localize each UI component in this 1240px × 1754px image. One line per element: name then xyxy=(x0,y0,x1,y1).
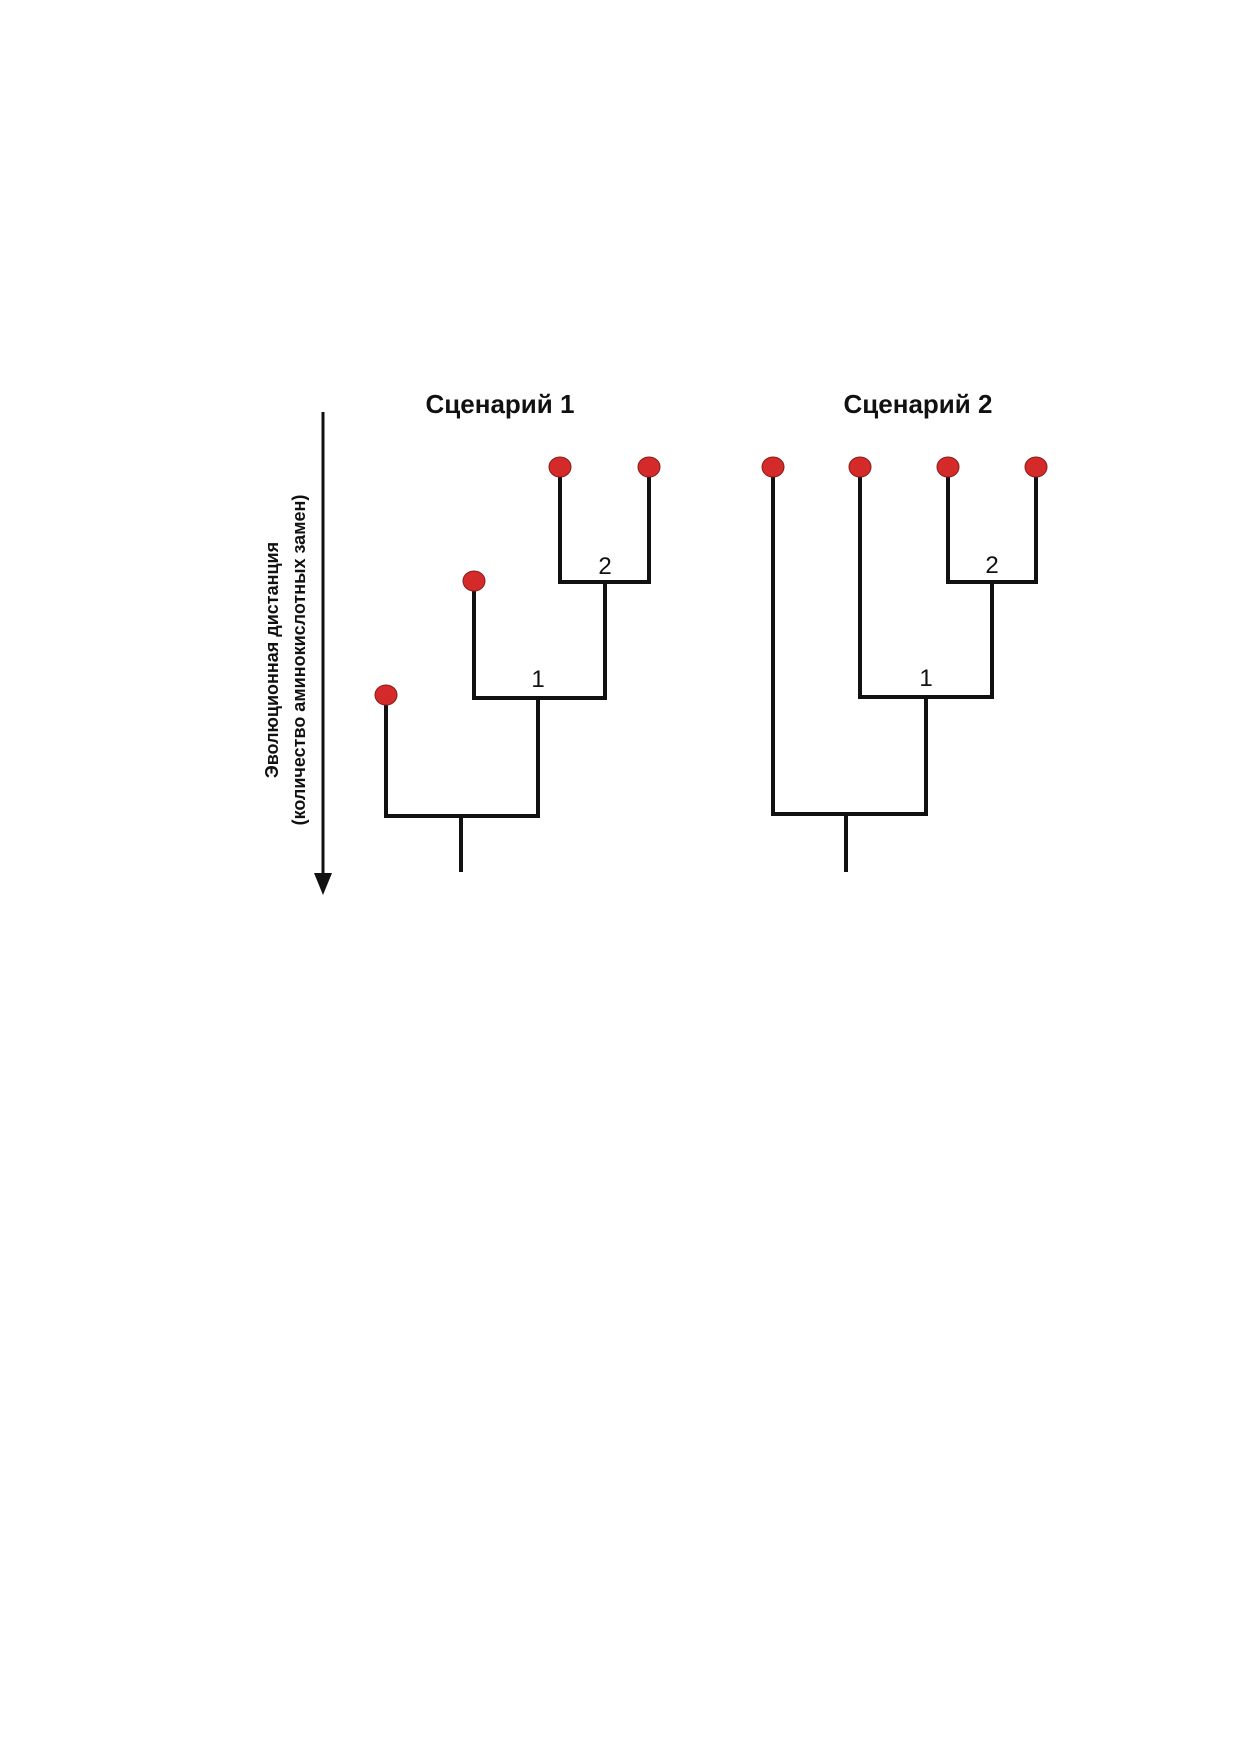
node1-label: 1 xyxy=(919,665,932,692)
node2-label: 2 xyxy=(985,552,998,579)
tip-dot xyxy=(1024,456,1048,478)
node1-label: 1 xyxy=(531,666,544,693)
scenario2-tree: Сценарий 2 1 2 xyxy=(761,389,1048,872)
tip-dot xyxy=(637,456,661,478)
tip-dot xyxy=(848,456,872,478)
axis-arrow-head xyxy=(314,873,332,895)
scenario2-title: Сценарий 2 xyxy=(844,389,993,419)
node2-label: 2 xyxy=(598,553,611,580)
tip-dot xyxy=(462,570,486,592)
scenario1-title: Сценарий 1 xyxy=(426,389,575,419)
tip-dot xyxy=(761,456,785,478)
tip-dot xyxy=(548,456,572,478)
axis-label-line1: Эволюционная дистанция xyxy=(262,542,282,778)
axis-label-line2: (количество аминокислотных замен) xyxy=(289,495,309,826)
scenario1-tree: Сценарий 1 1 2 xyxy=(374,389,661,872)
distance-axis: Эволюционная дистанция (количество амино… xyxy=(262,412,332,895)
tip-dot xyxy=(936,456,960,478)
tip-dot xyxy=(374,684,398,706)
